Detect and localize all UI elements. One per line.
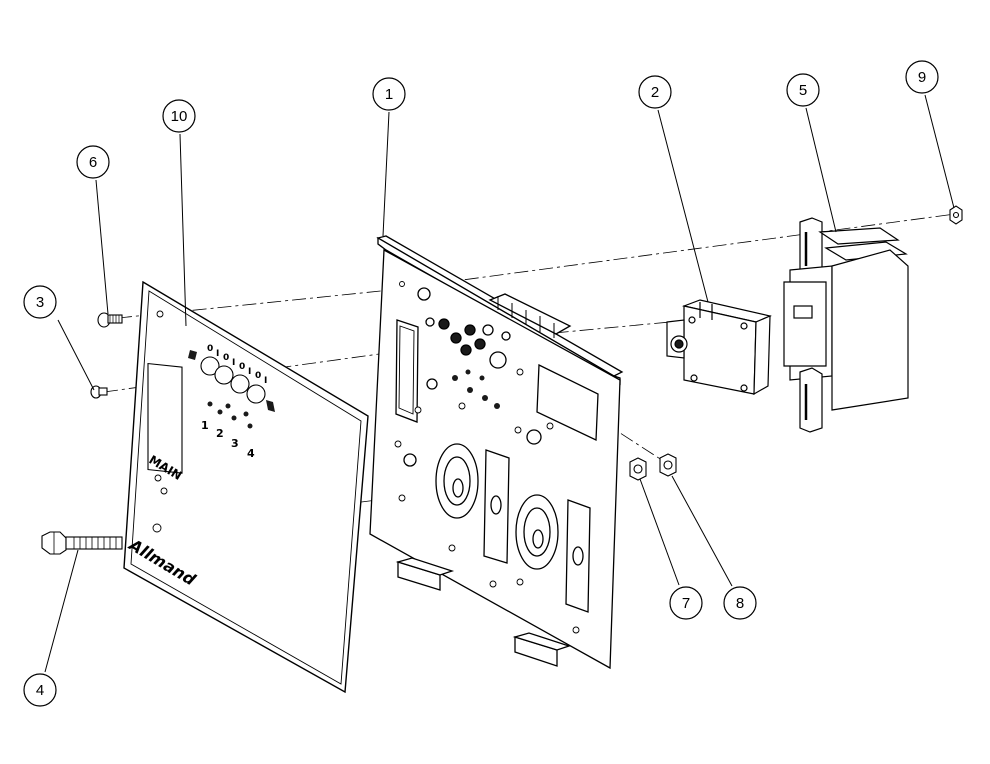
switch-number: 2	[216, 427, 224, 440]
callout-7: 7	[669, 586, 703, 620]
faceplate-part: MAIN 0 I 0 I 0 I 0 I 1 2 3 4 Allmand	[123, 280, 369, 694]
switch-number: 3	[231, 437, 239, 450]
callout-3: 3	[23, 285, 57, 319]
svg-text:5: 5	[799, 82, 807, 99]
nut-part-7	[629, 457, 647, 481]
svg-text:9: 9	[918, 69, 926, 86]
callout-4: 4	[23, 673, 57, 707]
screw-part-6	[97, 312, 123, 328]
svg-text:1: 1	[385, 86, 393, 103]
toggle-mark: 0	[255, 371, 261, 381]
nut-part-8	[659, 453, 677, 477]
toggle-mark: 0	[223, 353, 229, 363]
callout-6: 6	[76, 145, 110, 179]
toggle-mark: I	[264, 376, 267, 386]
svg-text:6: 6	[89, 154, 97, 171]
svg-text:3: 3	[36, 294, 44, 311]
toggle-mark: 0	[207, 344, 213, 354]
breaker-housing-part	[783, 217, 909, 433]
toggle-mark: 0	[239, 362, 245, 372]
callout-2: 2	[638, 75, 672, 109]
toggle-marks-group: 0 I 0 I 0 I 0 I	[207, 344, 267, 386]
nut-part-9	[949, 205, 963, 225]
callout-5: 5	[786, 73, 820, 107]
toggle-mark: I	[248, 367, 251, 377]
circuit-breaker-part	[666, 299, 772, 396]
svg-text:7: 7	[682, 595, 690, 612]
bolt-part-4	[41, 531, 123, 555]
switch-number: 1	[201, 419, 209, 432]
toggle-mark: I	[232, 358, 235, 368]
main-panel-part	[369, 235, 624, 670]
toggle-mark: I	[216, 349, 219, 359]
svg-text:8: 8	[736, 595, 744, 612]
svg-text:2: 2	[651, 84, 659, 101]
switch-numbers-group: 1 2 3 4	[201, 419, 255, 460]
callout-balloons: 1 2 3 4 5 6 7 8	[23, 60, 939, 707]
callout-9: 9	[905, 60, 939, 94]
switch-number: 4	[247, 447, 255, 460]
callout-leader-lines	[44, 94, 955, 673]
svg-text:10: 10	[171, 108, 188, 125]
callout-8: 8	[723, 586, 757, 620]
svg-text:4: 4	[36, 682, 44, 699]
callout-10: 10	[162, 99, 196, 133]
callout-1: 1	[372, 77, 406, 111]
